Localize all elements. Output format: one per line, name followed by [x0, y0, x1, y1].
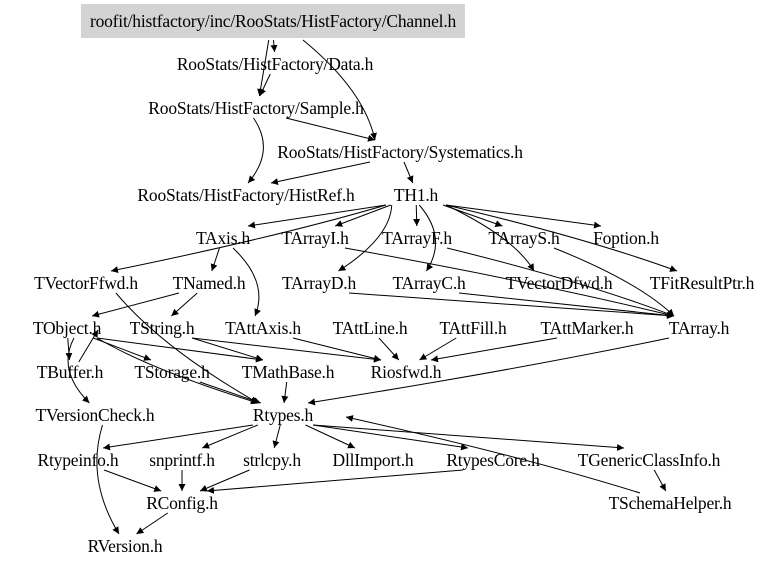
node-tnamed[interactable]: TNamed.h	[172, 273, 246, 293]
node-tarrayi[interactable]: TArrayI.h	[281, 228, 349, 248]
edge-tarrayc-to-tarray	[458, 292, 675, 319]
node-tstorage[interactable]: TStorage.h	[134, 362, 210, 382]
edge-th1-to-taxis	[247, 204, 387, 229]
node-histref[interactable]: RooStats/HistFactory/HistRef.h	[137, 185, 355, 205]
edge-channel-to-systematics	[302, 39, 377, 141]
edge-tobject-to-rtypes	[96, 337, 259, 405]
node-tarrayd[interactable]: TArrayD.h	[281, 273, 357, 293]
node-tattaxis[interactable]: TAttAxis.h	[225, 318, 301, 338]
node-tstring[interactable]: TString.h	[129, 318, 195, 338]
node-strlcpy[interactable]: strlcpy.h	[243, 450, 301, 470]
node-channel[interactable]: roofit/histfactory/inc/RooStats/HistFact…	[80, 4, 466, 38]
node-tversioncheck[interactable]: TVersionCheck.h	[35, 405, 155, 425]
node-snprintf[interactable]: snprintf.h	[149, 450, 215, 470]
edge-tobject-to-tstorage	[93, 337, 152, 361]
node-tarrayc[interactable]: TArrayC.h	[392, 273, 466, 293]
edge-rtypes-to-rtypeinfo	[102, 424, 254, 451]
edge-tarrayi-to-tarray	[344, 247, 675, 318]
edge-tattline-to-riosfwd	[378, 337, 400, 361]
edge-rconfig-to-rversion	[136, 512, 169, 535]
edge-tarrayd-to-tarray	[348, 292, 675, 319]
edge-rtypes-to-rtypescore	[312, 424, 469, 451]
edge-tmathbase-to-rtypes	[281, 381, 289, 404]
edge-th1-to-tarrayf	[413, 204, 421, 227]
edge-tstring-to-tmathbase	[191, 337, 264, 362]
edge-rtypes-to-strlcpy	[272, 424, 281, 449]
node-tattline[interactable]: TAttLine.h	[332, 318, 408, 338]
edge-tnamed-to-tstring	[171, 292, 198, 317]
edge-th1-to-tarrayi	[335, 204, 391, 227]
edge-tattmarker-to-riosfwd	[430, 337, 558, 363]
node-tfitresultptr[interactable]: TFitResultPtr.h	[649, 273, 755, 293]
edge-data-to-sample	[259, 73, 271, 97]
node-taxis[interactable]: TAxis.h	[195, 228, 251, 248]
node-dllimport[interactable]: DllImport.h	[332, 450, 414, 470]
node-tgenericclassinfo[interactable]: TGenericClassInfo.h	[577, 450, 721, 470]
edge-rtypescore-to-rconfig	[206, 469, 464, 494]
node-tobject[interactable]: TObject.h	[32, 318, 102, 338]
edge-tvectorffwd-to-rtypes	[115, 292, 259, 404]
edge-rtypes-to-snprintf	[202, 424, 258, 449]
edge-tbuffer-to-tobject	[78, 329, 99, 363]
edge-tgenericclassinfo-to-tschemahelper	[653, 469, 667, 492]
node-foption[interactable]: Foption.h	[593, 228, 659, 248]
edge-tschemahelper-to-rtypes	[345, 415, 641, 494]
node-tarrayf[interactable]: TArrayF.h	[382, 228, 452, 248]
node-tarray[interactable]: TArray.h	[668, 318, 730, 338]
edge-tstring-to-riosfwd	[191, 337, 382, 363]
edge-tobject-to-tversioncheck	[67, 337, 90, 404]
edge-th1-to-tarrays	[442, 204, 503, 227]
node-th1[interactable]: TH1.h	[393, 185, 439, 205]
edge-th1-to-tfitresultptr	[445, 204, 678, 272]
node-tmathbase[interactable]: TMathBase.h	[241, 362, 335, 382]
node-tattfill[interactable]: TAttFill.h	[439, 318, 507, 338]
edge-th1-to-tarrayc	[418, 204, 437, 272]
edge-th1-to-tvectorffwd	[110, 204, 387, 274]
node-tbuffer[interactable]: TBuffer.h	[36, 362, 104, 382]
edge-tobject-to-tmathbase	[96, 337, 264, 363]
edge-th1-to-foption	[445, 204, 602, 229]
node-tvectorffwd[interactable]: TVectorFfwd.h	[34, 273, 138, 293]
edge-taxis-to-tnamed	[210, 247, 220, 272]
node-rtypeinfo[interactable]: Rtypeinfo.h	[37, 450, 119, 470]
edge-tarrayf-to-tarray	[446, 247, 675, 317]
node-systematics[interactable]: RooStats/HistFactory/Systematics.h	[277, 142, 523, 162]
edge-th1-to-tarrayd	[338, 204, 393, 272]
edge-tversioncheck-to-rversion	[96, 424, 120, 535]
node-tattmarker[interactable]: TAttMarker.h	[540, 318, 634, 338]
node-riosfwd[interactable]: Riosfwd.h	[370, 362, 442, 382]
node-rconfig[interactable]: RConfig.h	[146, 493, 218, 513]
node-tarrays[interactable]: TArrayS.h	[488, 228, 560, 248]
edge-tattfill-to-riosfwd	[419, 337, 457, 361]
edge-strlcpy-to-rconfig	[199, 469, 250, 492]
edge-rtypes-to-tgenericclassinfo	[312, 424, 625, 451]
edge-taxis-to-tattaxis	[232, 247, 261, 317]
node-rversion[interactable]: RVersion.h	[87, 536, 163, 556]
edge-rtypeinfo-to-rconfig	[103, 469, 162, 492]
edge-tarray-to-rtypes	[307, 337, 670, 406]
edge-tattaxis-to-riosfwd	[292, 337, 382, 362]
edge-sample-to-histref	[247, 117, 264, 184]
edge-channel-to-data	[270, 39, 278, 53]
edge-sample-to-systematics	[285, 117, 376, 142]
edge-tstorage-to-rtypes	[199, 381, 261, 405]
node-rtypes[interactable]: Rtypes.h	[252, 405, 314, 425]
edge-tobject-to-tbuffer	[65, 337, 73, 361]
edge-rtypes-to-dllimport	[305, 424, 356, 449]
edge-systematics-to-th1	[403, 161, 414, 184]
node-rtypescore[interactable]: RtypesCore.h	[446, 450, 540, 470]
node-sample[interactable]: RooStats/HistFactory/Sample.h	[148, 98, 364, 118]
edge-tnamed-to-tobject	[91, 292, 180, 318]
edge-th1-to-tvectordfwd	[445, 204, 535, 272]
node-data[interactable]: RooStats/HistFactory/Data.h	[176, 54, 374, 74]
node-tvectordfwd[interactable]: TVectorDfwd.h	[505, 273, 613, 293]
edge-systematics-to-histref	[270, 161, 371, 185]
node-tschemahelper[interactable]: TSchemaHelper.h	[608, 493, 732, 513]
edge-tarrays-to-tarray	[553, 247, 675, 317]
